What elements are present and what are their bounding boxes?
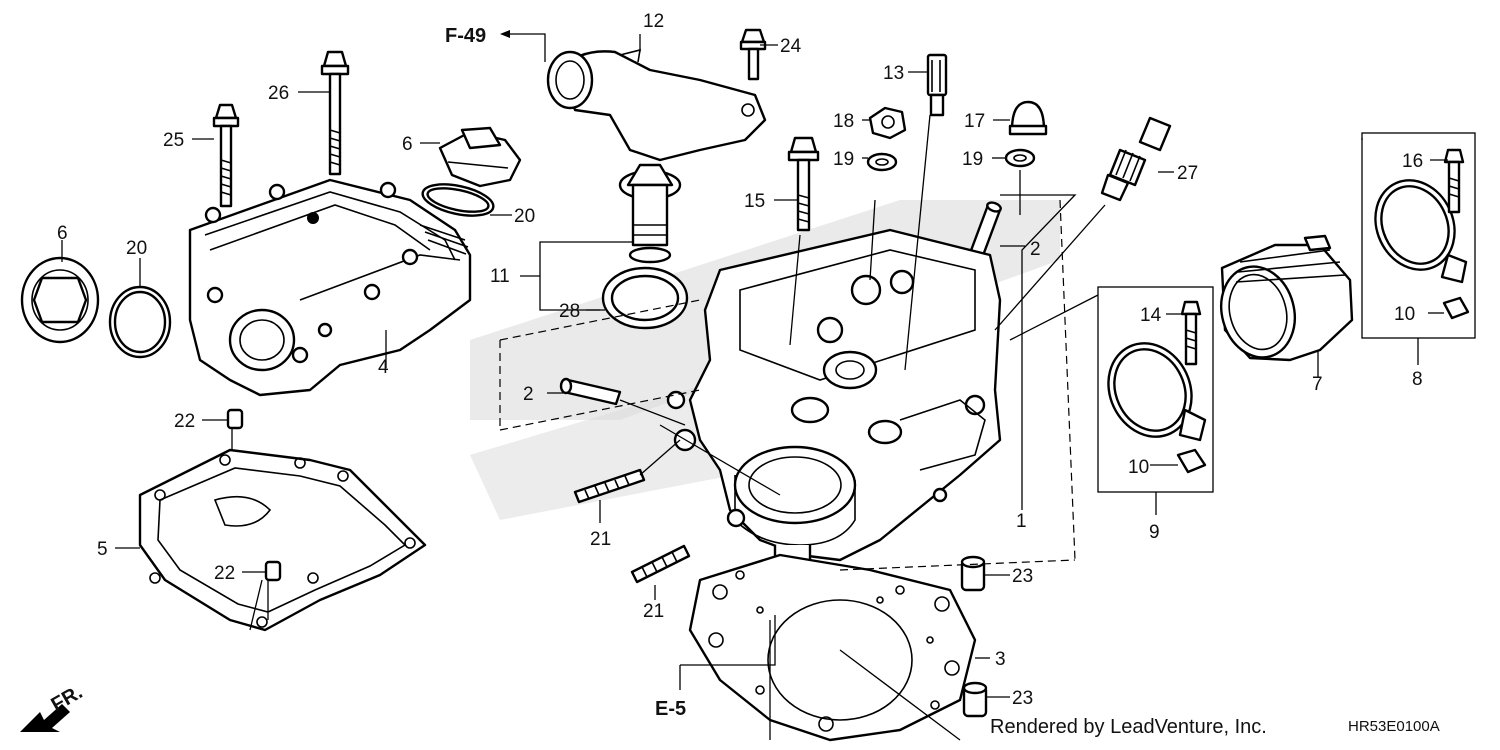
part-label: 18 [833,111,854,132]
part-label: 19 [833,149,854,170]
part-label: 2 [523,384,534,405]
part-4-head-cover [188,178,472,397]
part-17-cap-nut [1008,100,1048,136]
part-label: 27 [1177,163,1198,184]
part-22-dowel-lower [264,560,282,582]
front-direction-arrow-icon [20,704,70,732]
part-20-oring-left [108,285,172,359]
part-13-temperature-sensor [926,53,948,117]
part-21-stud-upper [573,468,646,504]
part-label: 9 [1149,522,1160,543]
part-12-thermostat-cover [546,48,767,162]
part-label: 13 [883,63,904,84]
part-label: 5 [97,539,108,560]
part-label: 19 [962,149,983,170]
part-label: 8 [1412,369,1423,390]
part-label: 3 [995,649,1006,670]
part-label: 11 [490,266,510,287]
part-15-bolt [787,136,820,232]
part-label: 28 [559,301,580,322]
part-6-cap-upper [438,126,522,188]
part-label: 4 [378,357,389,378]
part-label: 23 [1012,688,1033,709]
part-26-bolt [320,50,350,176]
part-25-bolt [212,103,240,208]
part-label: 20 [514,206,535,227]
part-1-cylinder-head [666,228,1002,587]
part-label: 10 [1128,457,1149,478]
part-24-bolt [739,28,767,81]
part-label: 17 [964,111,985,132]
part-8-clamp-group [1361,132,1476,339]
part-label: 23 [1012,566,1033,587]
part-label: 12 [643,11,664,32]
part-5-cover-gasket [138,448,427,632]
part-label: 21 [643,601,664,622]
part-6-cap-left [20,256,100,344]
part-2-guide-pin-lower [559,377,622,406]
part-label: 7 [1312,374,1323,395]
ref-f49-label: F-49 [445,25,486,47]
part-label: 22 [214,563,235,584]
part-18-nut [868,106,907,140]
part-9-clamp-group [1097,286,1214,493]
part-28-seal-ring [601,266,689,330]
part-label: 20 [126,238,147,259]
credit-text: Rendered by LeadVenture, Inc. [990,716,1267,738]
part-21-stud-lower [630,544,691,584]
part-20-oring-upper [421,183,495,217]
front-label: FR. [48,681,87,716]
leader-lines [61,33,1448,741]
part-label: 24 [780,36,802,57]
part-19-washer-left [866,152,898,172]
part-23-dowel-upper [960,555,986,592]
part-label: 15 [744,191,765,212]
part-label: 22 [174,411,195,432]
part-label: 6 [402,134,413,155]
part-number-labels: 1 2 2 3 4 5 6 6 7 8 9 10 10 11 12 13 14 … [57,11,1423,709]
part-19-washer-right [1004,148,1036,168]
part-7-carburetor-insulator [1220,234,1354,362]
part-27-spark-plug [1100,116,1172,202]
footer: Rendered by LeadVenture, Inc. HR53E0100A [990,716,1440,738]
ref-e5-label: E-5 [655,698,686,720]
part-label: 16 [1402,151,1423,172]
part-11-thermostat [618,163,682,264]
ref-f49-arrow-icon [500,30,510,38]
part-label: 21 [590,529,611,550]
part-23-dowel-lower [962,681,988,718]
diagram-code: HR53E0100A [1348,718,1440,735]
part-label: 10 [1394,304,1415,325]
part-label: 1 [1016,511,1027,532]
part-3-head-gasket [688,553,977,742]
part-22-dowel-upper [226,408,244,430]
part-label: 25 [163,130,184,151]
part-label: 2 [1030,239,1041,260]
part-label: 6 [57,223,68,244]
part-label: 14 [1140,305,1162,326]
part-label: 26 [268,83,289,104]
